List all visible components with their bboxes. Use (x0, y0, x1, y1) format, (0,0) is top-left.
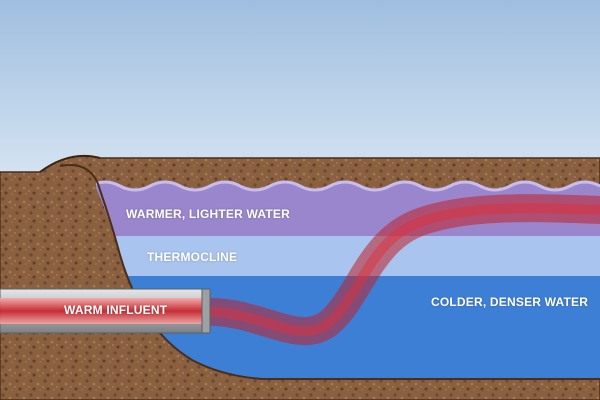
thermocline-layer (96, 236, 600, 276)
influent-plume-core (200, 203, 600, 337)
warm-layer-label: WARMER, LIGHTER WATER (126, 207, 290, 221)
warm-influent-label: WARM INFLUENT (64, 303, 168, 317)
inlet-pipe (0, 288, 211, 334)
sky (0, 0, 600, 175)
basin-slope-edge (59, 164, 600, 380)
water-surface-line (96, 180, 600, 192)
left-bank-rim (39, 154, 101, 173)
cold-layer-label: COLDER, DENSER WATER (431, 295, 589, 309)
thermocline-label: THERMOCLINE (147, 250, 238, 264)
